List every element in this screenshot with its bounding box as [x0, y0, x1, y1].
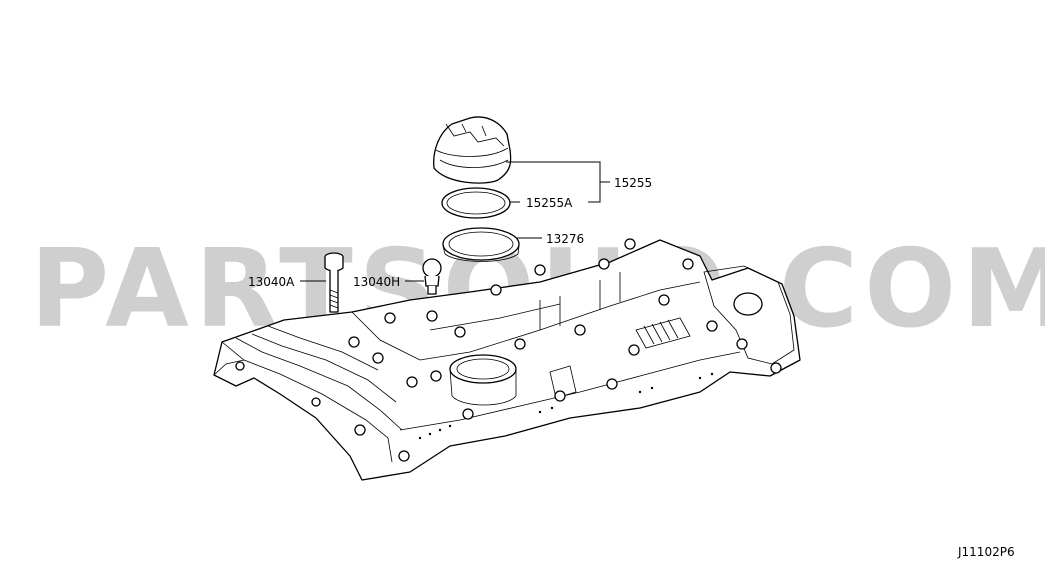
dowel-pin[interactable]: [422, 258, 442, 295]
callout-13040h: 13040H: [353, 275, 400, 289]
callout-15255a: 15255A: [526, 196, 573, 210]
bolt[interactable]: [324, 252, 344, 313]
callout-13276: 13276: [546, 232, 584, 246]
seal-ring[interactable]: [442, 227, 520, 262]
oil-filler-cap[interactable]: [433, 116, 512, 184]
callout-15255: 15255: [614, 176, 652, 190]
diagram-code: J11102P6: [957, 545, 1015, 559]
leader-lines: [300, 161, 610, 282]
callout-13040a: 13040A: [248, 275, 295, 289]
valve-cover[interactable]: [213, 238, 801, 481]
cap-gasket[interactable]: [441, 187, 511, 219]
